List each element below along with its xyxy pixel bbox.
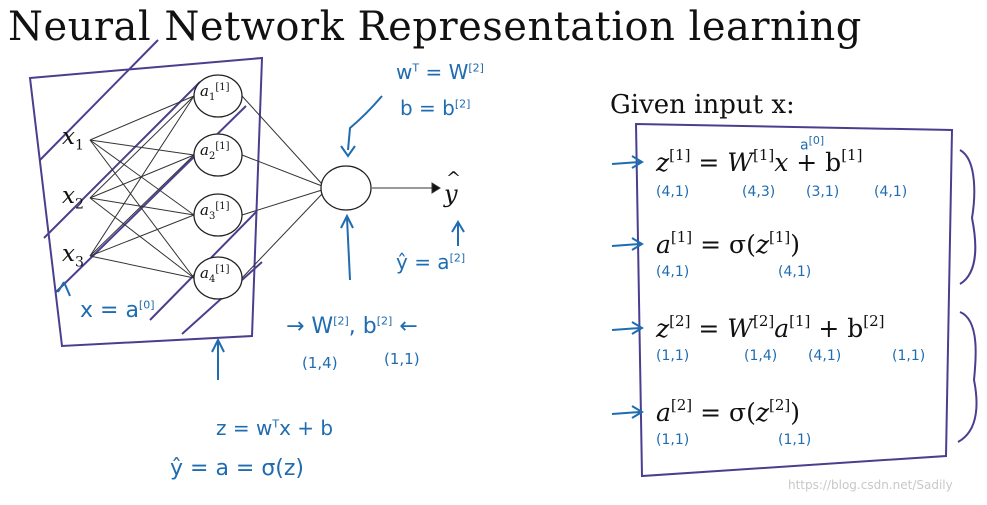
slide-title: Neural Network Representation learning bbox=[8, 4, 862, 50]
neuron-label-a2: a2[1] bbox=[200, 141, 230, 162]
note-wt-eq-w2: wT = W[2] bbox=[396, 60, 484, 84]
dim-eq3-z: (1,1) bbox=[656, 348, 690, 364]
dim-eq1-w: (4,3) bbox=[742, 184, 776, 200]
dim-eq3-a: (4,1) bbox=[808, 348, 842, 364]
note-z-eq: z = wTx + b bbox=[216, 416, 334, 440]
note-x-eq-a0: x = a[0] bbox=[80, 298, 155, 323]
neuron-a3 bbox=[193, 193, 243, 237]
output-neuron bbox=[320, 165, 372, 211]
neuron-label-a3: a3[1] bbox=[200, 201, 230, 222]
note-yhat-sigma: ŷ = a = σ(z) bbox=[170, 456, 304, 481]
equation-z2: z[2] = W[2]a[1] + b[2] bbox=[656, 312, 885, 343]
pen-arrows bbox=[57, 95, 465, 380]
note-yhat-eq-a2: ŷ = a[2] bbox=[396, 250, 466, 274]
equation-a2: a[2] = σ(z[2]) bbox=[656, 396, 801, 427]
dim-eq1-x: (3,1) bbox=[806, 184, 840, 200]
given-input-label: Given input x: bbox=[610, 90, 795, 120]
note-b-eq-b2: b = b[2] bbox=[400, 96, 471, 120]
edges-input-hidden bbox=[89, 95, 195, 279]
neuron-label-a4: a4[1] bbox=[200, 264, 230, 285]
neuron-a2 bbox=[193, 133, 243, 177]
equation-a1: a[1] = σ(z[1]) bbox=[656, 228, 801, 259]
dim-eq4-a: (1,1) bbox=[656, 432, 690, 448]
input-x3: x3 bbox=[62, 241, 84, 271]
note-w2-b2: → W[2], b[2] ← bbox=[286, 314, 418, 339]
input-hidden-box bbox=[28, 56, 264, 348]
hidden-neurons bbox=[193, 74, 243, 300]
dim-eq3-b: (1,1) bbox=[892, 348, 926, 364]
dim-eq1-z: (4,1) bbox=[656, 184, 690, 200]
input-x2: x2 bbox=[62, 183, 84, 213]
note-a0-over-x: a[0] bbox=[800, 134, 825, 154]
note-b2-dim: (1,1) bbox=[384, 350, 420, 368]
watermark: https://blog.csdn.net/Sadily bbox=[788, 478, 953, 492]
note-w2-dim: (1,4) bbox=[302, 354, 338, 372]
dim-eq2-a: (4,1) bbox=[656, 264, 690, 280]
neuron-a1 bbox=[193, 74, 243, 118]
dim-eq1-b: (4,1) bbox=[874, 184, 908, 200]
edges-hidden-output bbox=[241, 95, 441, 279]
dim-eq4-z: (1,1) bbox=[778, 432, 812, 448]
equation-arrows bbox=[611, 155, 644, 419]
dim-eq2-z: (4,1) bbox=[778, 264, 812, 280]
output-yhat: y^ bbox=[444, 168, 462, 208]
equation-z1: z[1] = W[1]x + b[1] bbox=[656, 146, 863, 177]
input-x1: x1 bbox=[62, 124, 84, 154]
neuron-a4 bbox=[193, 256, 243, 300]
equations-box bbox=[634, 122, 954, 478]
dim-eq3-w: (1,4) bbox=[744, 348, 778, 364]
right-braces bbox=[957, 149, 978, 443]
neuron-label-a1: a1[1] bbox=[200, 82, 230, 103]
